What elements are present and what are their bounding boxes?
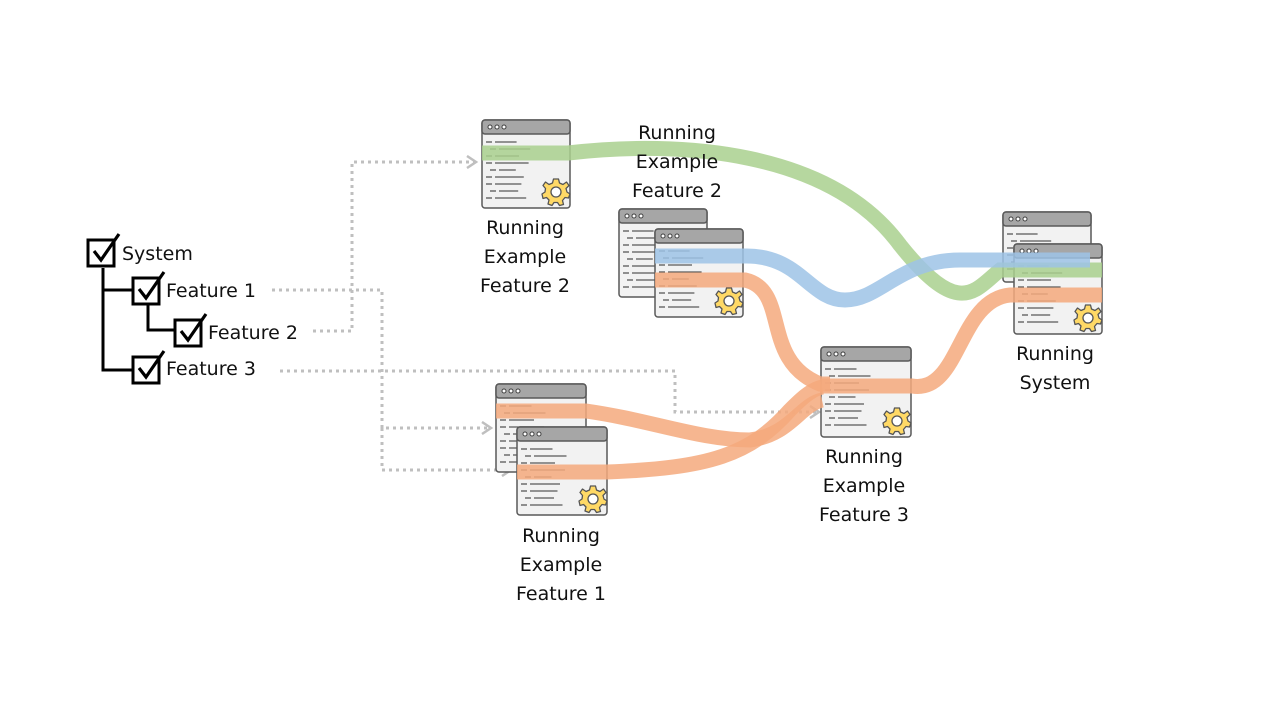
flow-feature1-bottom: [517, 379, 825, 480]
tree-feature2-label: Feature 2: [208, 322, 298, 344]
arrow-feature1-to-example1-back: [380, 428, 510, 470]
feature-tree: [101, 268, 174, 372]
tree-branch-line: [146, 305, 174, 332]
flow-feature2-blue: [655, 248, 1090, 308]
checkbox-system-icon: [86, 233, 121, 268]
flow-feature2-green: [482, 140, 1102, 301]
flow-feature1-mid: [655, 272, 830, 392]
arrow-feature3-to-example3: [280, 369, 818, 412]
tree-feature3-label: Feature 3: [166, 358, 256, 380]
flow-feature1-top: [496, 392, 825, 448]
arrow-feature1-to-example1: [272, 288, 490, 428]
checkbox-feature3-icon: [131, 350, 166, 385]
checkbox-feature1-icon: [131, 271, 166, 306]
tree-root-label: System: [122, 243, 193, 265]
flow-bands: [482, 140, 1102, 480]
flow-feature1-to-system: [820, 287, 1102, 394]
window-icons: [481, 119, 1103, 516]
arrow-feature2-to-example2: [313, 162, 475, 333]
tree-feature1-label: Feature 1: [166, 280, 256, 302]
tree-branch-line: [101, 268, 132, 372]
checkbox-feature2-icon: [173, 313, 208, 348]
dotted-arrows: [272, 162, 818, 470]
